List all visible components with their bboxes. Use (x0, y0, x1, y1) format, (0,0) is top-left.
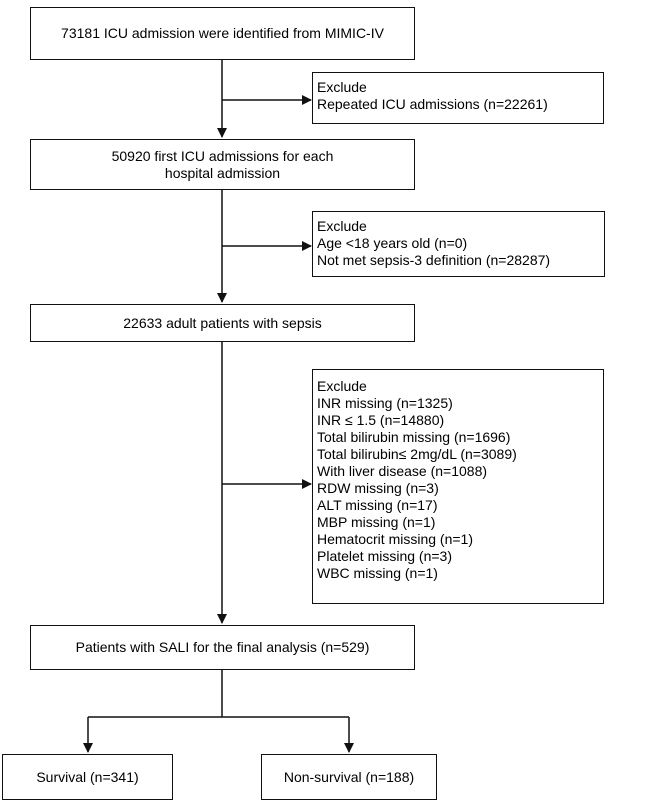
exclusion-box-3: Exclude INR missing (n=1325) INR ≤ 1.5 (… (312, 369, 604, 604)
box-adult-sepsis-text: 22633 adult patients with sepsis (123, 314, 322, 331)
exclusion-box-1: Exclude Repeated ICU admissions (n=22261… (312, 72, 604, 124)
box-survival: Survival (n=341) (2, 754, 173, 800)
exclusion-1-line: Repeated ICU admissions (n=22261) (317, 96, 548, 112)
exclusion-2-line: Exclude (317, 218, 367, 234)
box-icu-admissions-text: 73181 ICU admission were identified from… (61, 25, 384, 41)
exclusion-2-line: Age <18 years old (n=0) (317, 235, 468, 251)
box-first-icu-admissions: 50920 first ICU admissions for each hosp… (30, 139, 415, 190)
box-final-analysis: Patients with SALI for the final analysi… (30, 625, 415, 670)
exclusion-3-line: MBP missing (n=1) (317, 514, 436, 530)
exclusion-3-line: RDW missing (n=3) (317, 480, 439, 496)
exclusion-1-line: Exclude (317, 79, 367, 95)
exclusion-2-line: Not met sepsis-3 definition (n=28287) (317, 252, 551, 268)
box-non-survival: Non-survival (n=188) (261, 754, 437, 800)
exclusion-3-line: Total bilirubin≤ 2mg/dL (n=3089) (317, 446, 517, 462)
box-survival-text: Survival (n=341) (36, 768, 139, 785)
exclusion-3-line: Exclude (317, 378, 367, 394)
exclusion-3-line: WBC missing (n=1) (317, 565, 438, 581)
box-non-survival-text: Non-survival (n=188) (283, 768, 415, 785)
exclusion-3-line: INR ≤ 1.5 (n=14880) (317, 412, 445, 428)
box-final-analysis-text: Patients with SALI for the final analysi… (75, 639, 370, 655)
exclusion-3-line: Platelet missing (n=3) (317, 548, 453, 564)
exclusion-3-line: INR missing (n=1325) (317, 395, 453, 411)
exclusion-3-line: Total bilirubin missing (n=1696) (317, 429, 511, 445)
exclusion-3-line: ALT missing (n=17) (317, 497, 438, 513)
box-first-icu-admissions-text: 50920 first ICU admissions for each hosp… (111, 147, 334, 181)
box-adult-sepsis: 22633 adult patients with sepsis (30, 304, 415, 342)
box-icu-admissions: 73181 ICU admission were identified from… (30, 7, 415, 60)
exclusion-box-2: Exclude Age <18 years old (n=0) Not met … (312, 211, 605, 277)
exclusion-3-line: Hematocrit missing (n=1) (317, 531, 473, 547)
exclusion-3-line: With liver disease (n=1088) (317, 463, 488, 479)
